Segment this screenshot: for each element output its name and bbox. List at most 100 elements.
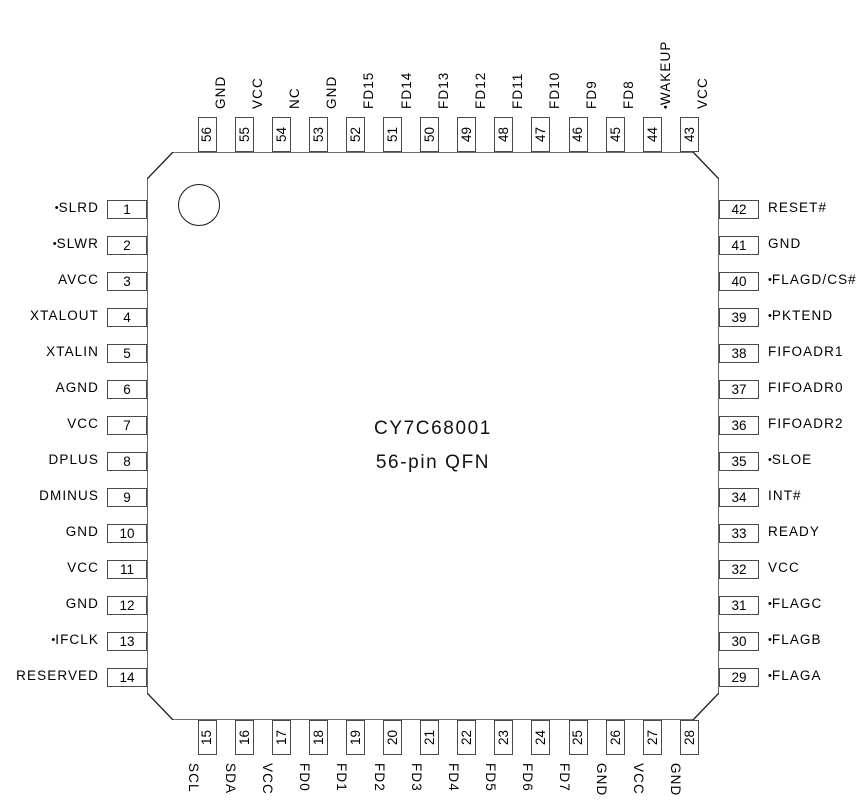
pin-pad-43[interactable]: 43: [679, 117, 699, 152]
pin-pad-33[interactable]: 33: [719, 523, 759, 543]
pin-signal-name: GND: [768, 236, 802, 251]
pin-pad-55[interactable]: 55: [234, 117, 254, 152]
pin-label-4: XTALOUT: [30, 308, 99, 323]
pin-label-46: FD9: [584, 80, 599, 109]
pin-signal-name: FD8: [621, 80, 637, 109]
pin-signal-name: FLAGA: [771, 668, 822, 683]
pin-pad-29[interactable]: 29: [719, 667, 759, 687]
pin-pad-48[interactable]: 48: [494, 117, 514, 152]
pin-pad-39[interactable]: 39: [719, 307, 759, 327]
pin-label-9: DMINUS: [39, 488, 99, 503]
pin-signal-name: FLAGB: [771, 632, 822, 647]
pin-number-text: 50: [422, 126, 438, 143]
pin-pad-36[interactable]: 36: [719, 415, 759, 435]
pin-number-text: 22: [459, 729, 475, 746]
pin-pad-54[interactable]: 54: [271, 117, 291, 152]
pin-pad-7[interactable]: 7: [107, 415, 147, 435]
pin-pad-17[interactable]: 17: [271, 720, 291, 755]
pin-pad-46[interactable]: 46: [568, 117, 588, 152]
pin-pad-13[interactable]: 13: [107, 631, 147, 651]
pin-signal-name: SLRD: [58, 200, 99, 215]
pin-number-text: 49: [459, 126, 475, 143]
pin-label-34: INT#: [768, 488, 802, 503]
pin-pad-23[interactable]: 23: [494, 720, 514, 755]
pin-pad-2[interactable]: 2: [107, 235, 147, 255]
pin-pad-4[interactable]: 4: [107, 307, 147, 327]
pin-pad-40[interactable]: 40: [719, 271, 759, 291]
pin-label-45: FD8: [621, 80, 636, 109]
pin-pad-27[interactable]: 27: [642, 720, 662, 755]
pin-pad-8[interactable]: 8: [107, 451, 147, 471]
pin-pad-32[interactable]: 32: [719, 559, 759, 579]
pin-label-39: •PKTEND: [768, 308, 833, 323]
pin-number-text: 56: [199, 126, 215, 143]
pin-pad-28[interactable]: 28: [679, 720, 699, 755]
pin-pad-30[interactable]: 30: [719, 631, 759, 651]
pin-pad-11[interactable]: 11: [107, 559, 147, 579]
pin-label-21: FD3: [409, 763, 424, 792]
pin-signal-name: FD13: [435, 71, 451, 109]
pin-pad-16[interactable]: 16: [234, 720, 254, 755]
pin-pad-52[interactable]: 52: [345, 117, 365, 152]
pin-signal-name: FD2: [371, 763, 387, 792]
pin-pad-31[interactable]: 31: [719, 595, 759, 615]
pin-pad-41[interactable]: 41: [719, 235, 759, 255]
pin-pad-25[interactable]: 25: [568, 720, 588, 755]
pin-pad-5[interactable]: 5: [107, 343, 147, 363]
pin-number-text: 44: [644, 126, 660, 143]
pin-label-7: VCC: [67, 416, 99, 431]
pin-pad-51[interactable]: 51: [383, 117, 402, 152]
pin-signal-name: AGND: [55, 380, 99, 395]
pin-pad-50[interactable]: 50: [420, 117, 440, 152]
pin-pad-6[interactable]: 6: [107, 379, 147, 399]
pin-pad-20[interactable]: 20: [383, 720, 402, 755]
pin-pad-3[interactable]: 3: [107, 271, 147, 291]
pin-pad-44[interactable]: 44: [642, 117, 662, 152]
pin-pad-1[interactable]: 1: [107, 199, 147, 219]
pin-pad-35[interactable]: 35: [719, 451, 759, 471]
active-low-bullet-icon: •: [52, 238, 57, 250]
pin-pad-34[interactable]: 34: [719, 487, 759, 507]
pin-pad-37[interactable]: 37: [719, 379, 759, 399]
pin-pad-24[interactable]: 24: [531, 720, 551, 755]
pin-number-text: 46: [570, 126, 586, 143]
pin-label-33: READY: [768, 524, 820, 539]
pin-pad-12[interactable]: 12: [107, 595, 147, 615]
pin-label-5: XTALIN: [46, 344, 99, 359]
pin-pad-18[interactable]: 18: [308, 720, 328, 755]
pin-pad-47[interactable]: 47: [531, 117, 551, 152]
pin-pad-45[interactable]: 45: [605, 117, 625, 152]
pin-number-text: 21: [422, 729, 438, 746]
pin-label-38: FIFOADR1: [768, 344, 844, 359]
chip-body-outline: [147, 152, 719, 720]
pin-signal-name: READY: [768, 524, 821, 539]
pin-label-20: FD2: [372, 763, 387, 792]
pin-signal-name: FIFOADR0: [768, 380, 844, 395]
pin-label-15: SCL: [186, 763, 201, 793]
pin-pad-38[interactable]: 38: [719, 343, 759, 363]
pin-pad-22[interactable]: 22: [457, 720, 477, 755]
pin-label-55: VCC: [250, 77, 265, 109]
pin-pad-15[interactable]: 15: [197, 720, 217, 755]
pin-label-28: GND: [668, 763, 683, 796]
pin-pad-14[interactable]: 14: [107, 667, 147, 687]
pin-pad-56[interactable]: 56: [197, 117, 217, 152]
pin-number-text: 53: [310, 126, 326, 143]
pin-number-text: 45: [607, 126, 623, 143]
pin-pad-9[interactable]: 9: [107, 487, 147, 507]
pin-label-52: FD15: [361, 72, 376, 109]
pin-label-18: FD0: [297, 763, 312, 792]
pin-label-11: VCC: [67, 560, 99, 575]
pin-pad-49[interactable]: 49: [457, 117, 477, 152]
pin-pad-26[interactable]: 26: [605, 720, 625, 755]
pin-label-48: FD11: [510, 73, 525, 109]
pin-label-10: GND: [66, 524, 99, 539]
pin-pad-19[interactable]: 19: [345, 720, 365, 755]
pin-pad-10[interactable]: 10: [107, 523, 147, 543]
pin-number-text: 48: [496, 126, 512, 143]
pin-pad-21[interactable]: 21: [420, 720, 440, 755]
pin-label-27: VCC: [631, 763, 646, 795]
pin-1-indicator-circle: [178, 184, 220, 226]
pin-pad-42[interactable]: 42: [719, 199, 759, 219]
pin-pad-53[interactable]: 53: [308, 117, 328, 152]
